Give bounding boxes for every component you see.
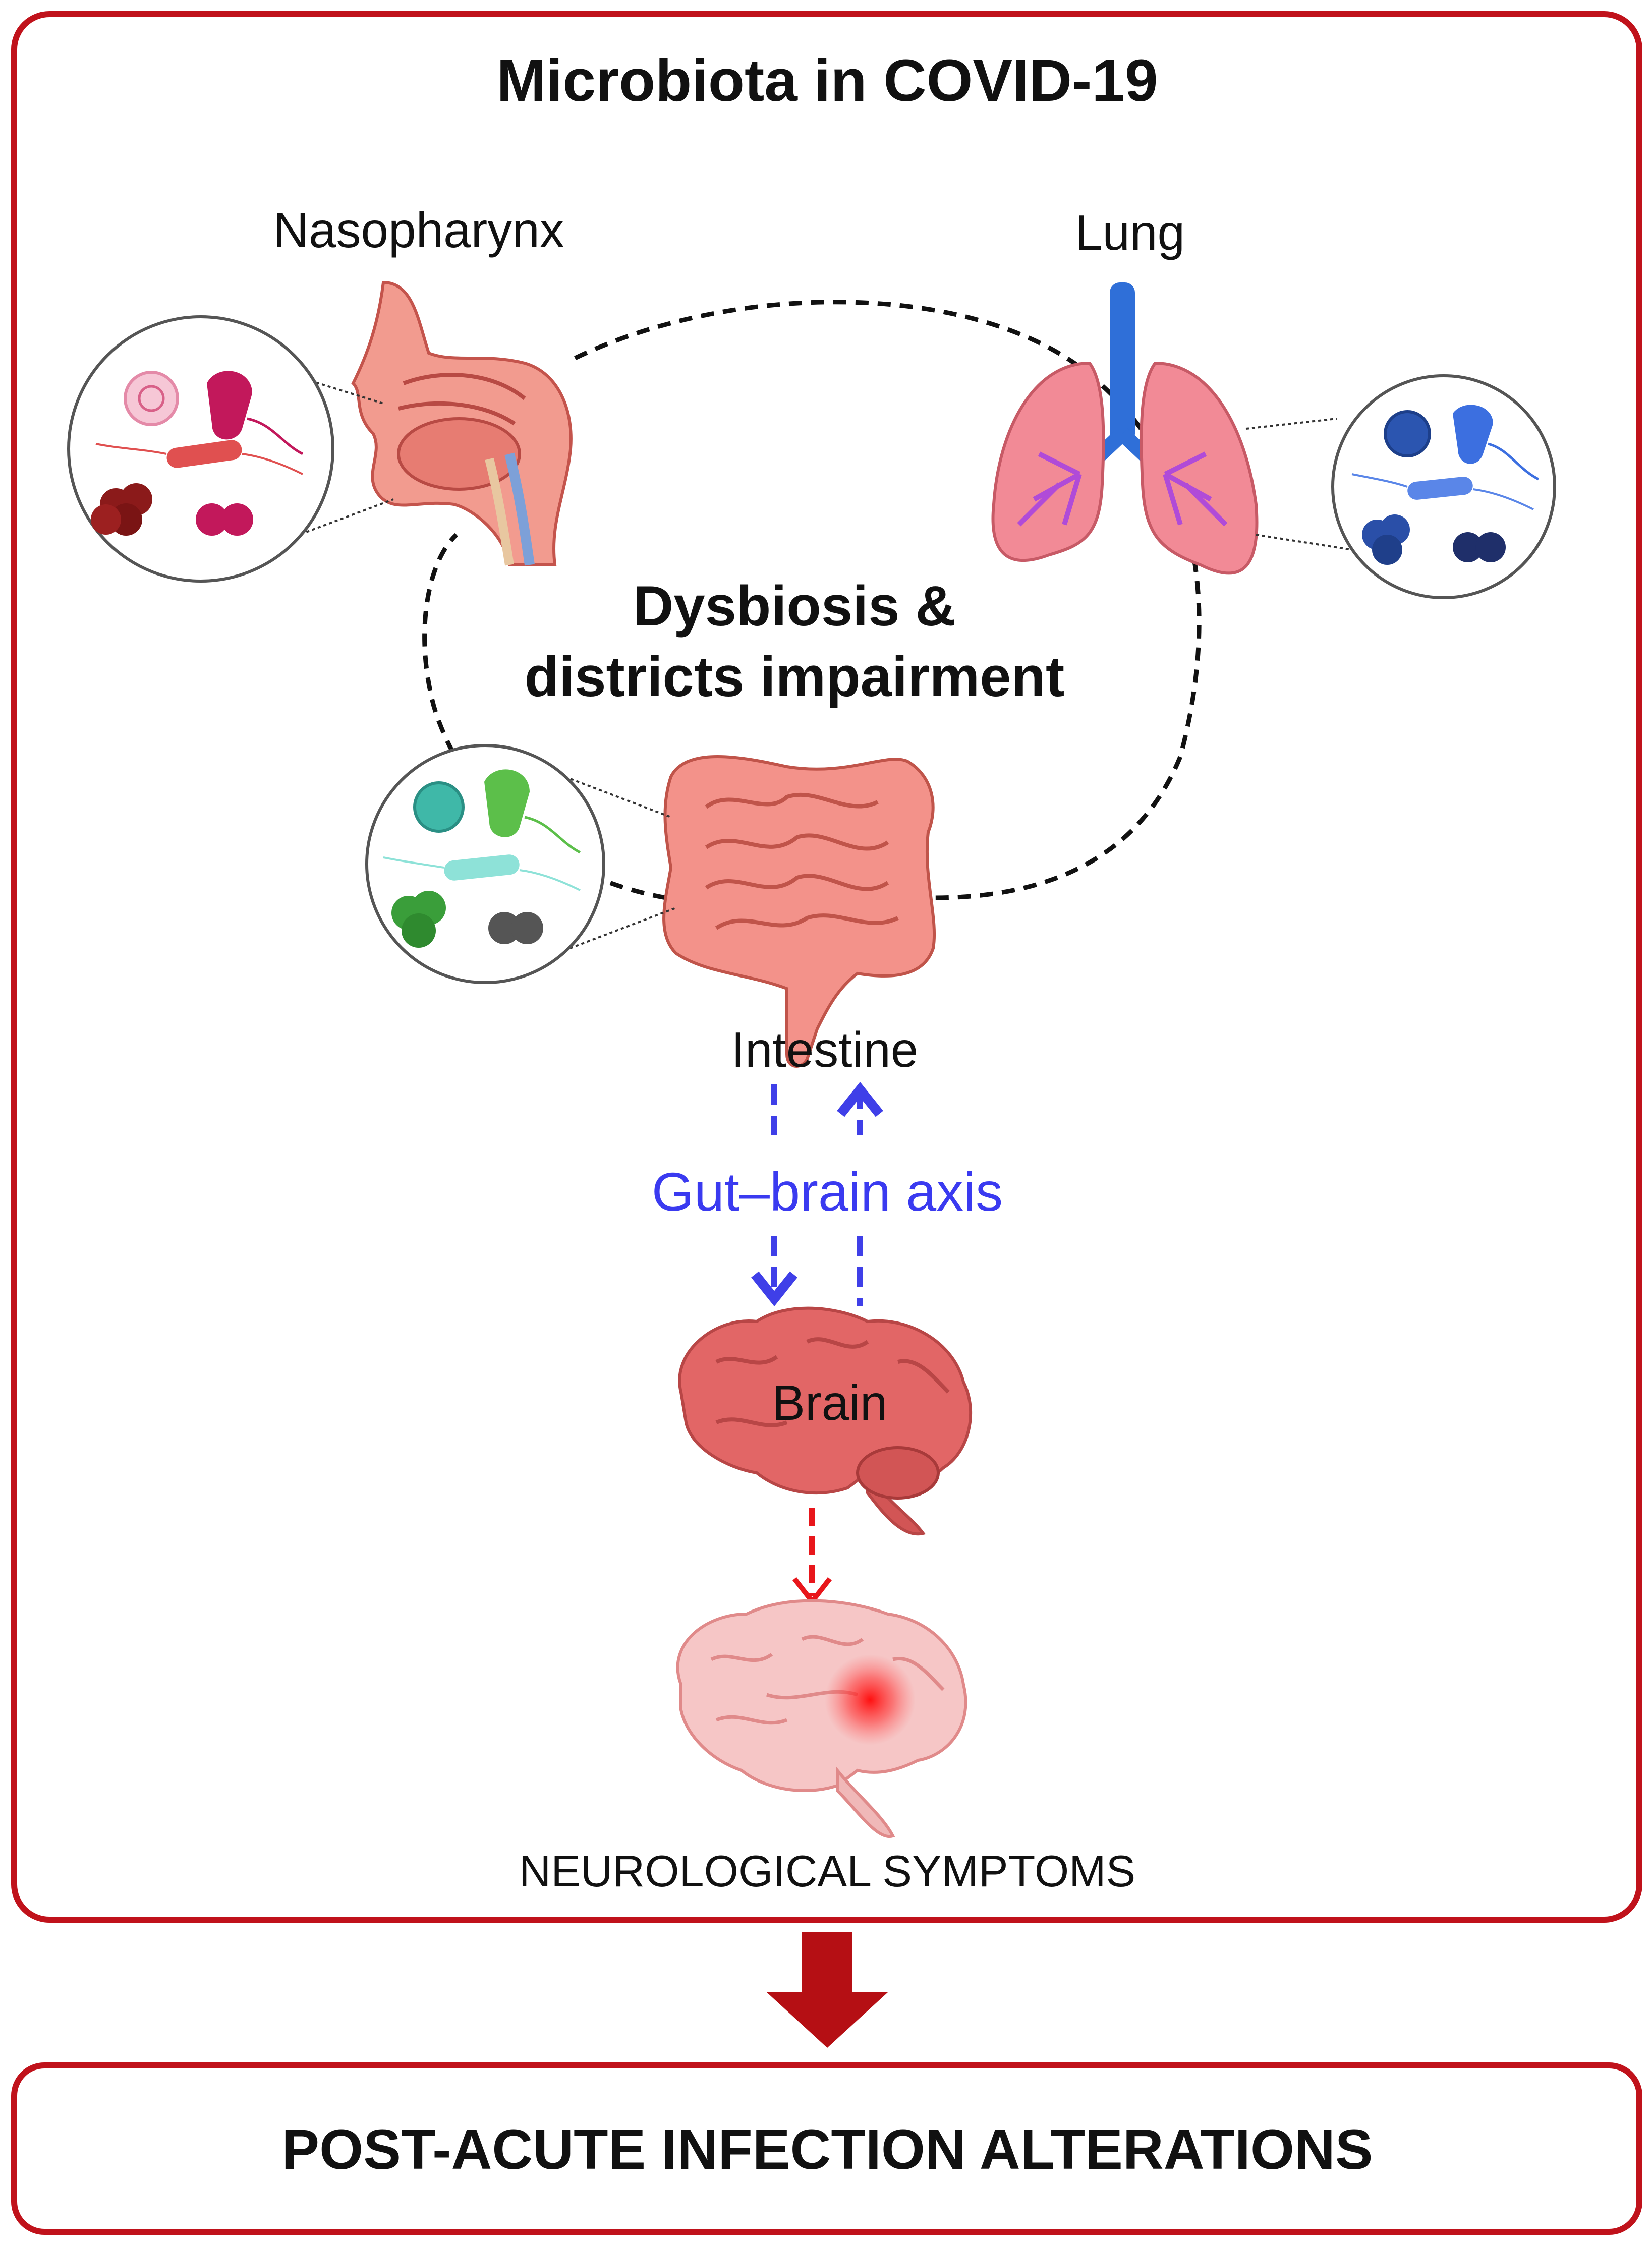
nasopharynx-illustration — [351, 280, 573, 566]
outcome-label: POST-ACUTE INFECTION ALTERATIONS — [281, 2118, 1373, 2181]
lung-microbes-circle — [1331, 374, 1556, 599]
intestine-zoom-line-bottom — [569, 907, 676, 949]
outcome-box — [11, 2062, 1642, 2235]
neurological-symptoms-label: NEUROLOGICAL SYMPTOMS — [519, 1846, 1135, 1896]
dysbiosis-label-line2: districts impairment — [525, 645, 1065, 708]
intestine-illustration — [662, 755, 936, 1068]
brain-illustration — [678, 1306, 973, 1536]
intestine-label: Intestine — [731, 1022, 918, 1077]
affected-brain-illustration — [676, 1599, 967, 1838]
gut-brain-axis-label: Gut–brain axis — [652, 1161, 1003, 1222]
diagram-title: Microbiota in COVID-19 — [496, 47, 1158, 114]
nasopharynx-label: Nasopharynx — [273, 202, 564, 258]
lung-label: Lung — [1075, 205, 1185, 260]
outcome-arrow — [767, 1932, 888, 2048]
dysbiosis-label-line1: Dysbiosis & — [633, 574, 956, 638]
intestine-zoom-line-top — [564, 776, 671, 818]
brain-label: Brain — [772, 1375, 888, 1430]
intestine-microbes-circle — [365, 744, 605, 984]
lesion-highlight — [825, 1654, 916, 1745]
lung-illustration — [991, 282, 1259, 575]
nasopharynx-microbes-circle — [67, 315, 334, 583]
lung-zoom-line-bottom — [1256, 534, 1352, 551]
